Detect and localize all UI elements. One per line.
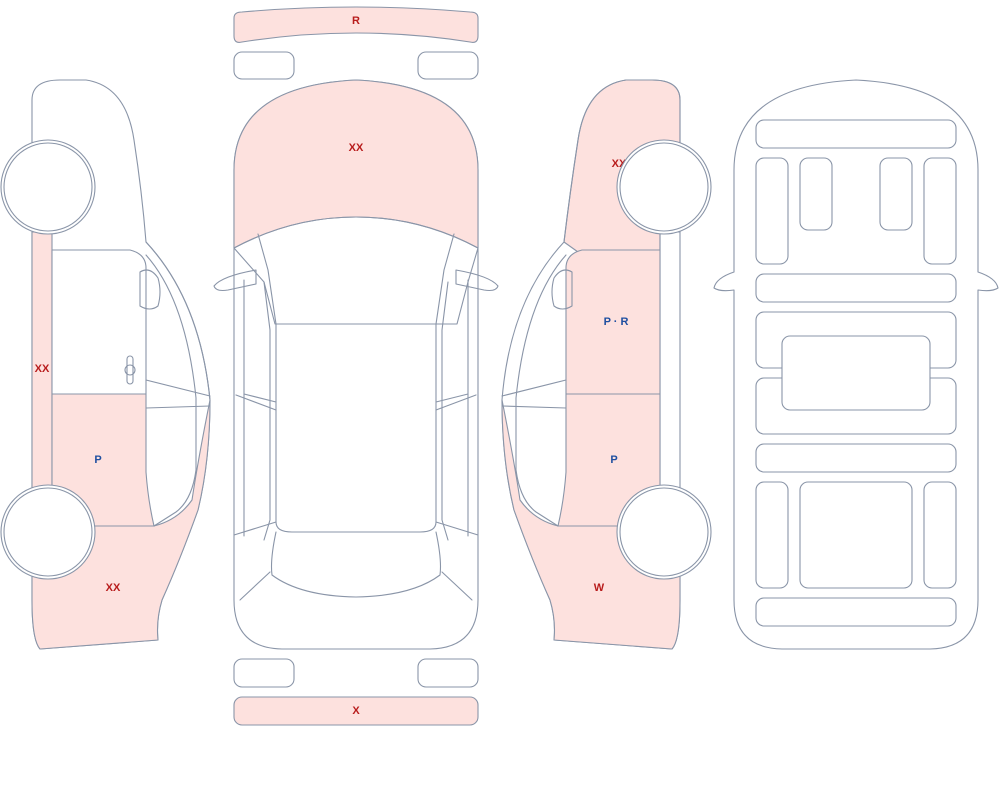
right-mirror [455, 269, 499, 292]
right-rear-door-code: P [610, 454, 617, 466]
right-front-wheel [616, 139, 712, 235]
left-rocker-code: XX [35, 363, 50, 375]
left-front-door[interactable] [51, 249, 147, 395]
right-mirror-side [551, 269, 573, 310]
right-front-door-code: P · R [604, 316, 629, 328]
left-rear-wheel [0, 484, 96, 580]
front-bumper-code: X [352, 705, 360, 717]
right-side-view: XX P · R P W [501, 79, 712, 650]
rear-seat [755, 273, 957, 303]
front-seat-row [755, 443, 957, 473]
left-rear-door-code: P [94, 454, 101, 466]
left-mirror [213, 269, 257, 292]
left-mirror-side [139, 269, 161, 310]
rear-shelf [755, 119, 957, 149]
left-door-handle [126, 355, 134, 385]
left-side-windshield-edge [145, 241, 211, 401]
top-view: R XX [213, 6, 499, 726]
roof-panel [275, 323, 437, 533]
hood-code: XX [349, 142, 364, 154]
right-rear-quarter-code: W [594, 582, 605, 594]
left-tail-light [233, 51, 295, 80]
rear-window [270, 531, 442, 598]
left-side-view: XX P XX [0, 79, 211, 650]
front-shelf [755, 597, 957, 627]
interior-outline [713, 79, 999, 650]
dashboard-area [799, 481, 913, 589]
windshield [233, 216, 479, 325]
center-console [781, 335, 931, 411]
right-rear-wheel [616, 484, 712, 580]
right-head-light [417, 658, 479, 688]
left-rear-quarter-code: XX [106, 582, 121, 594]
left-rear-quarter-panel[interactable] [31, 399, 211, 650]
left-front-wheel [0, 139, 96, 235]
hood-panel[interactable] [233, 79, 479, 249]
right-rear-quarter-panel[interactable] [501, 399, 681, 650]
left-head-light [233, 658, 295, 688]
interior-view [713, 79, 999, 650]
rear-bumper-code: R [352, 15, 360, 27]
right-front-door[interactable] [565, 249, 661, 395]
rear-bumper-panel[interactable] [233, 6, 479, 43]
right-tail-light [417, 51, 479, 80]
front-bumper-panel[interactable] [233, 696, 479, 726]
